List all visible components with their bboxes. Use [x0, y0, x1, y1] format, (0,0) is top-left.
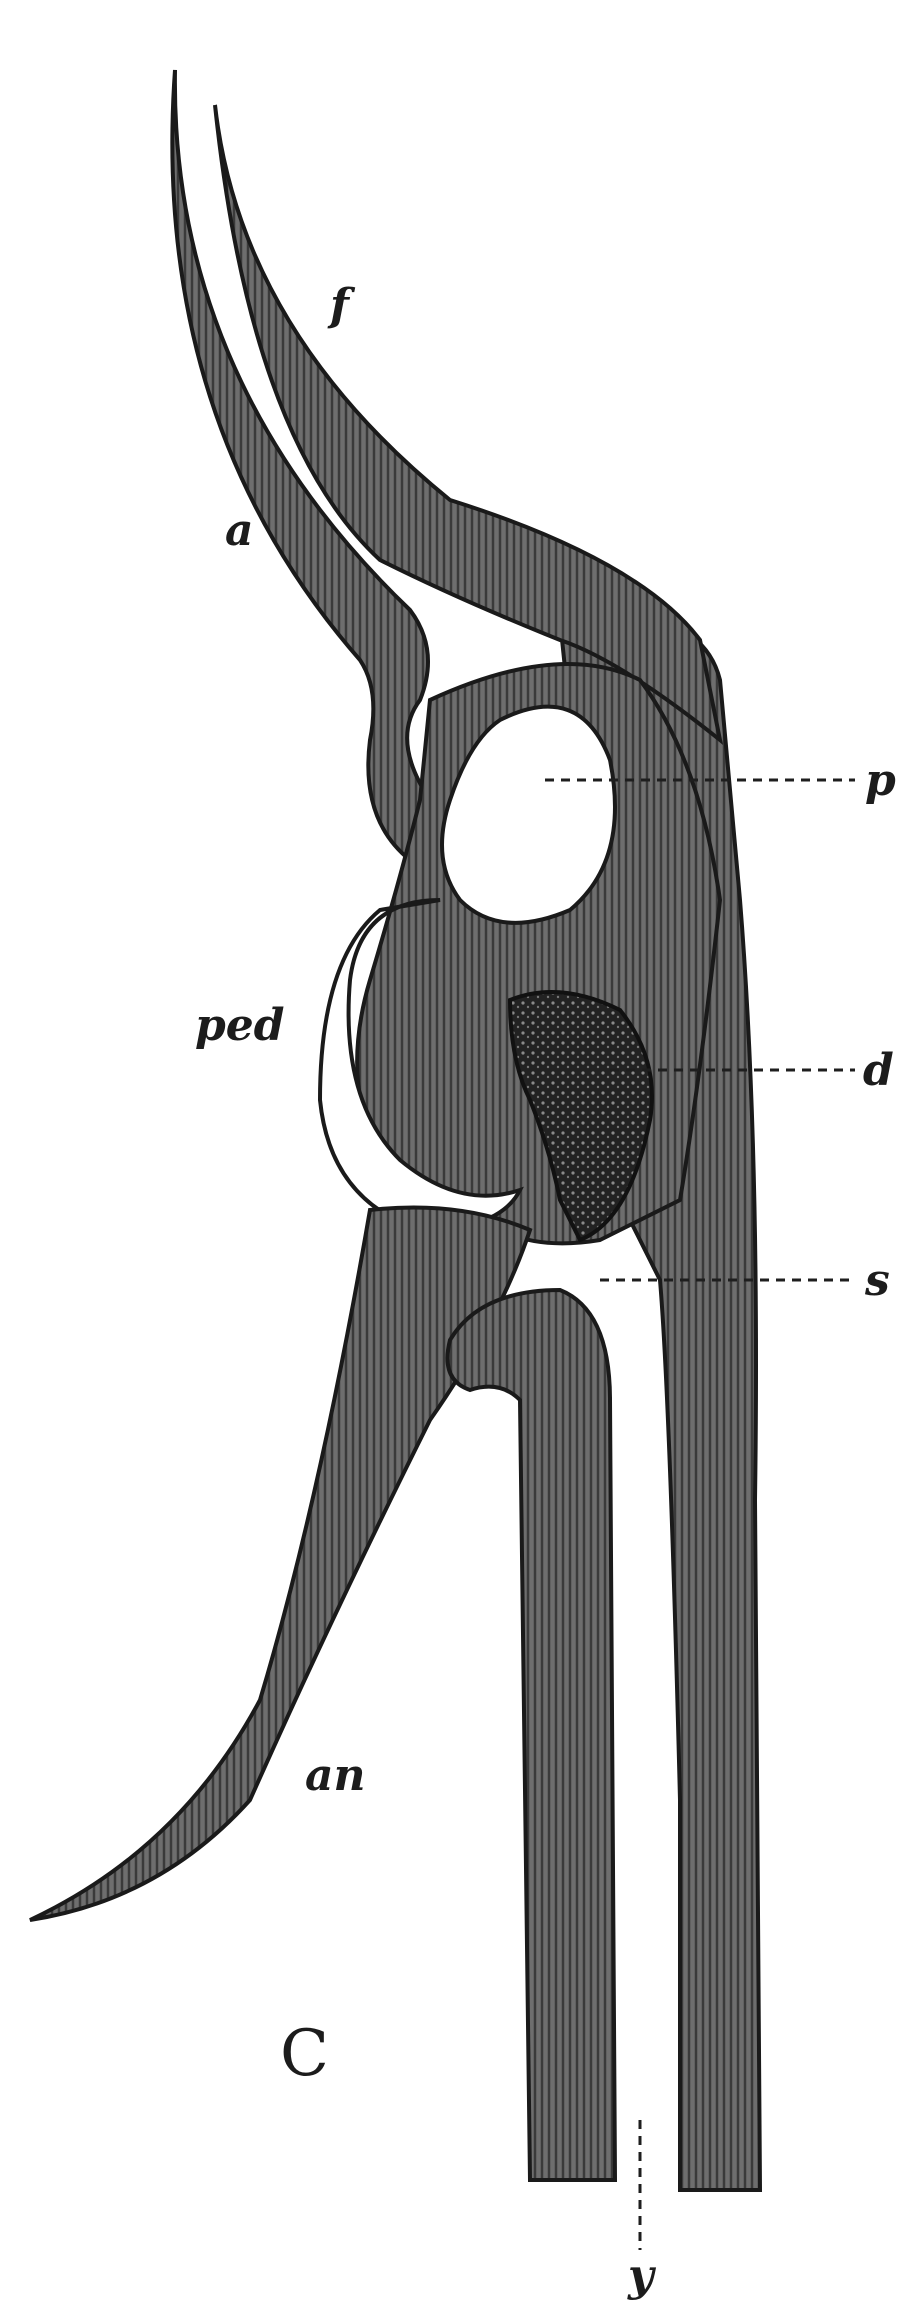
label-y: y	[627, 2250, 657, 2301]
label-ped: ped	[195, 1000, 285, 1051]
label-s: s	[864, 1255, 890, 1306]
label-d: d	[863, 1045, 894, 1096]
inner-column	[448, 1290, 616, 2180]
label-p: p	[865, 755, 896, 806]
panel-letter: C	[280, 2017, 329, 2091]
label-an: an	[305, 1750, 366, 1801]
label-a: a	[225, 505, 254, 556]
label-f: f	[327, 280, 356, 331]
upper-process-f	[215, 105, 720, 740]
lower-process-an	[30, 1208, 530, 1921]
